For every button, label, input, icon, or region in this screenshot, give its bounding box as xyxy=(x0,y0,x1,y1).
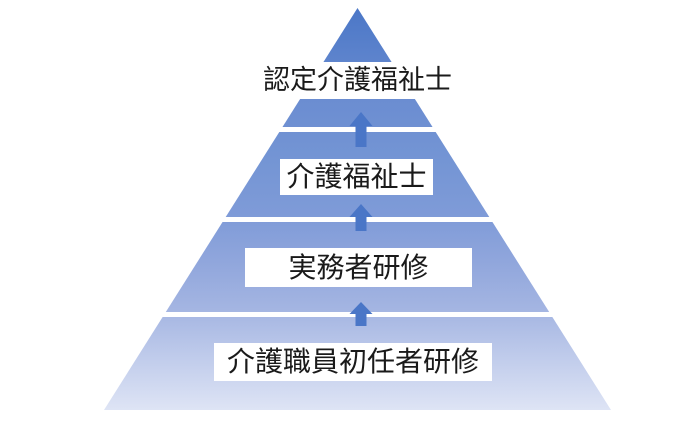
level-label-initial-training: 介護職員初任者研修 xyxy=(214,343,492,381)
up-arrow-icon-3 xyxy=(349,302,373,326)
level-label-practical-training: 実務者研修 xyxy=(245,248,472,287)
up-arrow-icon-2 xyxy=(349,204,373,231)
level-label-care-worker: 介護福祉士 xyxy=(280,159,433,195)
level-label-certified-care-worker: 認定介護福祉士 xyxy=(240,62,475,99)
up-arrow-icon-1 xyxy=(349,112,373,147)
